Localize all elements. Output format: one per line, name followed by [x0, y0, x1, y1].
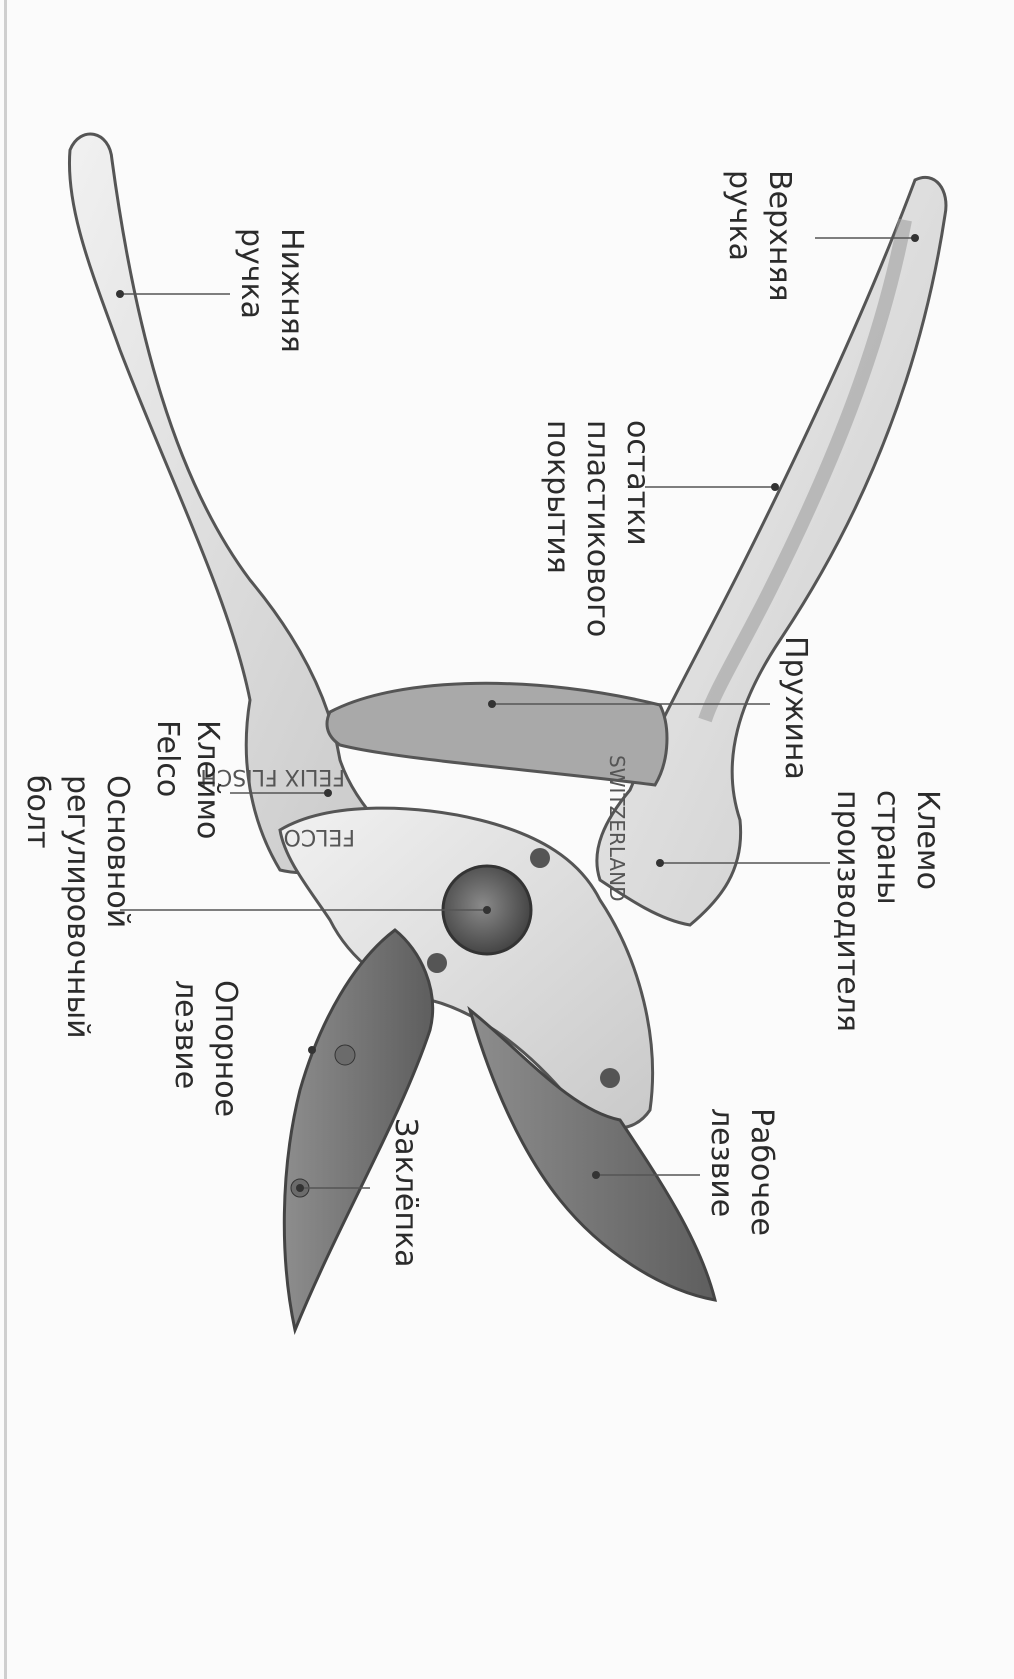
- label-line: Клемо: [910, 790, 945, 890]
- label-rivet: Заклёпка: [388, 1118, 423, 1268]
- lower-handle: [69, 134, 390, 873]
- stamp-swiss: SWITZERLAND: [605, 755, 629, 901]
- label-line: Felco: [150, 720, 185, 797]
- label-spring: Пружина: [778, 636, 813, 780]
- label-anvil-blade: Опорноелезвие: [168, 980, 243, 1117]
- svg-text:Верхняяручка: Верхняяручка: [722, 170, 797, 302]
- svg-text:Клемостраныпроизводителя: Клемостраныпроизводителя: [830, 790, 945, 1032]
- label-line: покрытия: [540, 420, 575, 574]
- svg-text:Опорноелезвие: Опорноелезвие: [168, 980, 243, 1117]
- label-line: Основной: [100, 775, 135, 928]
- label-country-stamp: Клемостраныпроизводителя: [830, 790, 945, 1032]
- label-line: регулировочный: [60, 775, 95, 1039]
- label-line: остатки: [620, 420, 655, 546]
- label-line: ручка: [234, 228, 269, 319]
- label-line: Пружина: [778, 636, 813, 780]
- label-main-bolt: Основнойрегулировочныйболт: [20, 775, 135, 1039]
- label-line: Нижняя: [274, 228, 309, 353]
- label-lower-handle: Нижняяручка: [234, 228, 309, 353]
- label-line: Верхняя: [762, 170, 797, 302]
- label-line: Опорное: [208, 980, 243, 1117]
- label-line: Рабочее: [744, 1108, 779, 1236]
- svg-text:Основнойрегулировочныйболт: Основнойрегулировочныйболт: [20, 775, 135, 1039]
- svg-text:Нижняяручка: Нижняяручка: [234, 228, 309, 353]
- hole-2: [427, 953, 447, 973]
- svg-text:Рабочеелезвие: Рабочеелезвие: [704, 1108, 779, 1236]
- svg-text:Заклёпка: Заклёпка: [388, 1118, 423, 1268]
- label-line: страны: [870, 790, 905, 905]
- label-upper-handle: Верхняяручка: [722, 170, 797, 302]
- hole-1: [530, 848, 550, 868]
- stamp-felco: FELCO: [284, 824, 356, 849]
- hole-3: [600, 1068, 620, 1088]
- rivet-1: [335, 1045, 355, 1065]
- label-line: Клеймо: [190, 720, 225, 839]
- svg-text:КлеймоFelco: КлеймоFelco: [150, 720, 225, 839]
- label-coating: остаткипластиковогопокрытия: [540, 420, 655, 637]
- svg-text:Пружина: Пружина: [778, 636, 813, 780]
- svg-text:остаткипластиковогопокрытия: остаткипластиковогопокрытия: [540, 420, 655, 637]
- label-line: Заклёпка: [388, 1118, 423, 1268]
- label-line: производителя: [830, 790, 865, 1032]
- label-line: пластикового: [580, 420, 615, 637]
- label-line: ручка: [722, 170, 757, 261]
- label-line: лезвие: [168, 980, 203, 1089]
- label-line: болт: [20, 775, 55, 849]
- label-working-blade: Рабочеелезвие: [704, 1108, 779, 1236]
- label-line: лезвие: [704, 1108, 739, 1217]
- label-felco-stamp: КлеймоFelco: [150, 720, 225, 839]
